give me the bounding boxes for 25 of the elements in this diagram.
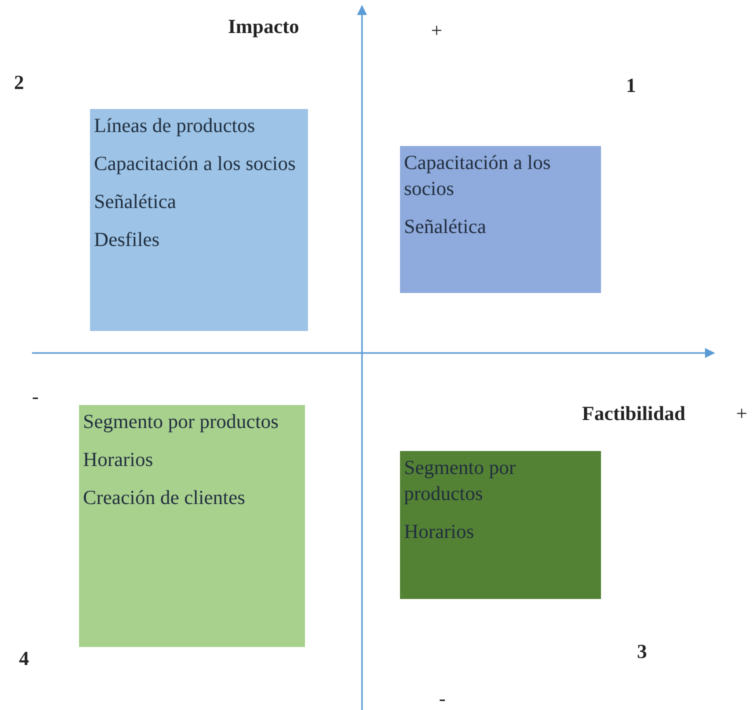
minus-sign: - <box>32 386 39 409</box>
item-text: Capacitación a los socios <box>404 151 552 202</box>
quadrant-number: 3 <box>637 641 647 664</box>
item-text: Señalética <box>94 190 178 215</box>
quadrant-box <box>90 109 308 331</box>
item-text: Horarios <box>83 448 154 473</box>
axis-label: Factibilidad <box>582 403 686 426</box>
quadrant-box <box>400 146 601 293</box>
quadrant-number: 4 <box>19 648 29 671</box>
minus-sign: - <box>439 688 446 710</box>
item-text: Desfiles <box>94 228 161 253</box>
quadrant-box <box>79 405 305 647</box>
quadrant-box <box>400 451 601 599</box>
quadrant-number: 1 <box>626 75 636 98</box>
quadrant-number: 2 <box>14 72 24 95</box>
item-text: Líneas de productos <box>94 114 256 139</box>
item-text: Capacitación a los socios <box>94 152 297 177</box>
plus-sign: + <box>736 403 748 426</box>
item-text: Horarios <box>404 520 475 545</box>
axis-label: Impacto <box>228 16 300 39</box>
plus-sign: + <box>431 20 442 43</box>
item-text: Segmento por productos <box>83 410 280 435</box>
item-text: Creación de clientes <box>83 486 246 511</box>
item-text: Señalética <box>404 215 488 240</box>
item-text: Segmento por productos <box>404 456 517 507</box>
